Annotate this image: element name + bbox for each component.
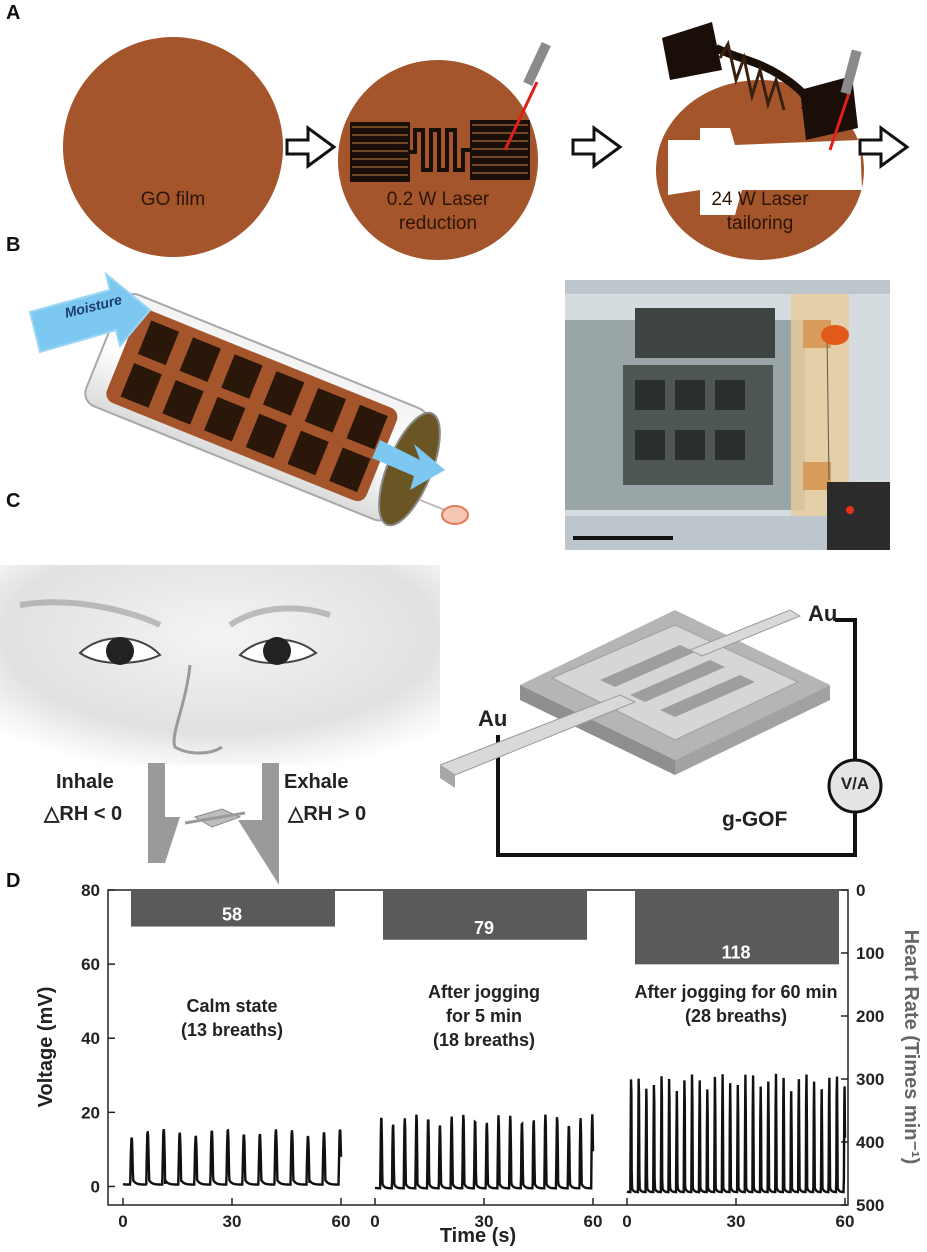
inhale-label: Inhale <box>56 771 114 793</box>
y-tick-label: 40 <box>81 1029 100 1048</box>
process-arrow-3 <box>858 125 910 169</box>
photo-led <box>821 325 849 345</box>
y2-tick-label: 500 <box>856 1196 884 1215</box>
led-inset-photo <box>827 482 890 550</box>
process-arrow-1 <box>285 125 337 169</box>
y2-tick-label: 0 <box>856 881 865 900</box>
inhale-airflow <box>148 763 180 863</box>
segment-label: (18 breaths) <box>433 1030 535 1050</box>
go-film-disk <box>63 37 283 257</box>
au-top-label: Au <box>808 601 838 626</box>
panel-label-d: D <box>6 870 21 892</box>
y2-tick-label: 200 <box>856 1007 884 1026</box>
segment-label: for 5 min <box>446 1006 522 1026</box>
exhale-label: Exhale <box>284 771 349 793</box>
laser-tailoring-label-line1: 24 W Laser <box>711 189 809 210</box>
y-tick-label: 0 <box>91 1177 100 1196</box>
circuit-wire-bottom <box>496 735 857 857</box>
segment-2: 79 0 30 60 After jogging for 5 min (18 breaths… <box>370 890 602 1231</box>
mini-sensor <box>184 808 246 828</box>
process-arrow-2 <box>571 125 623 169</box>
y2-axis-label: Heart Rate (Times min⁻¹) <box>900 930 922 1165</box>
panel-label-a: A <box>6 2 21 24</box>
go-film-label: GO film <box>140 189 206 210</box>
right-eye <box>238 637 318 665</box>
segment-label: After jogging <box>428 982 540 1002</box>
face-illustration <box>0 565 440 885</box>
x-tick-label: 0 <box>370 1212 379 1231</box>
x-tick-label: 0 <box>118 1212 127 1231</box>
x-axis-label: Time (s) <box>440 1225 516 1247</box>
y-axis-label: Voltage (mV) <box>35 987 57 1108</box>
y-tick-label: 20 <box>81 1103 100 1122</box>
laser-reduction-label-line1: 0.2 W Laser <box>386 189 490 210</box>
glass-tube <box>84 293 441 527</box>
y2-tick-label: 300 <box>856 1070 884 1089</box>
x-tick-label: 0 <box>622 1212 631 1231</box>
reduced-circuit-pattern <box>350 120 530 182</box>
panel-label-c: C <box>6 490 21 512</box>
tailored-cutout <box>668 128 862 215</box>
heart-rate-value: 118 <box>721 942 750 962</box>
moisture-arrow-in <box>28 271 152 354</box>
segment-label: After jogging for 60 min <box>634 982 837 1002</box>
segment-label: Calm state <box>186 996 277 1016</box>
au-electrode-right <box>688 609 802 657</box>
panel-b-tube-sensor <box>28 271 469 527</box>
segment-3: 118 0 30 60 After jogging for 60 min (28 brea… <box>622 890 854 1231</box>
exhale-airflow <box>238 763 279 885</box>
x-tick-label: 30 <box>727 1212 746 1231</box>
y-tick-label: 60 <box>81 955 100 974</box>
device-photo <box>565 280 890 550</box>
laser-pointer-1 <box>503 41 551 151</box>
y2-tick-label: 400 <box>856 1133 884 1152</box>
laser-tailoring-label-line2: tailoring <box>726 213 794 234</box>
x-tick-label: 60 <box>584 1212 603 1231</box>
x-tick-label: 60 <box>836 1212 855 1231</box>
segment-label: (28 breaths) <box>685 1006 787 1026</box>
heart-rate-value: 79 <box>474 918 494 938</box>
circuit-wire-right <box>835 618 857 760</box>
moisture-arrow-out <box>372 440 445 490</box>
segment-label: (13 breaths) <box>181 1020 283 1040</box>
left-eye <box>78 637 162 665</box>
heart-rate-value: 58 <box>222 905 242 925</box>
au-left-label: Au <box>478 706 508 731</box>
x-tick-label: 60 <box>332 1212 351 1231</box>
voltage-trace <box>122 1128 343 1186</box>
inhale-rh-label: △RH < 0 <box>44 803 123 825</box>
voltage-trace <box>374 1114 595 1190</box>
y2-axis: 0 100 200 300 400 500 <box>841 881 884 1215</box>
x-tick-label: 30 <box>223 1212 242 1231</box>
heart-rate-bar <box>131 890 335 927</box>
x-tick-label: 30 <box>475 1212 494 1231</box>
panel-a-fabrication <box>63 22 910 260</box>
laser-reduction-label-line2: reduction <box>398 213 478 234</box>
y2-tick-label: 100 <box>856 944 884 963</box>
heart-rate-bar <box>635 890 839 965</box>
voltage-trace <box>626 1073 847 1194</box>
y-tick-label: 80 <box>81 881 100 900</box>
segment-1: 58 0 30 60 Calm state (13 breaths) <box>118 890 350 1231</box>
exhale-rh-label: △RH > 0 <box>288 803 367 825</box>
meter-label: V/A <box>840 774 870 793</box>
interdigitated-sensor-diagram <box>440 609 883 857</box>
panel-label-b: B <box>6 234 21 256</box>
y-axis: 0 20 40 60 80 <box>81 881 115 1196</box>
nose <box>172 664 223 755</box>
laser-pointer-2 <box>828 49 862 151</box>
led-bulb <box>419 499 469 525</box>
va-meter <box>827 758 883 814</box>
g-gof-label: g-GOF <box>722 808 788 831</box>
heart-rate-bar <box>383 890 587 940</box>
